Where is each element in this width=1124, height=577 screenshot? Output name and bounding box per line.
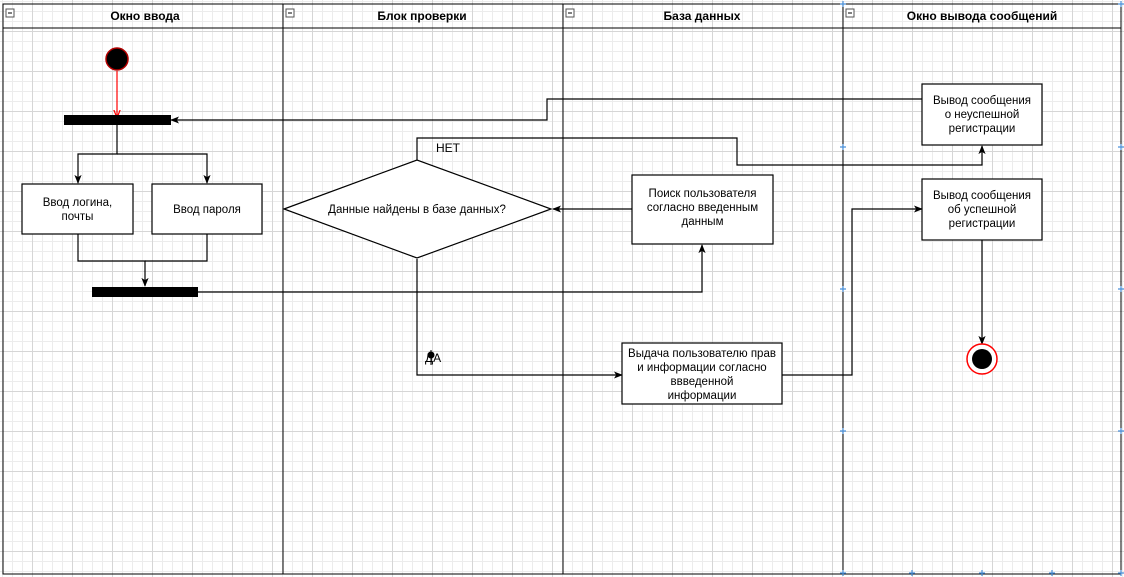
lane-title-input: Окно ввода bbox=[110, 9, 180, 23]
collapse-icon[interactable] bbox=[565, 8, 575, 18]
edge-decision-yes[interactable] bbox=[416, 259, 623, 379]
edge-fail-to-fork[interactable] bbox=[170, 98, 922, 124]
collapse-icon[interactable] bbox=[5, 8, 15, 18]
edge-join-to-search[interactable] bbox=[197, 244, 706, 293]
edge-decision-no[interactable] bbox=[416, 137, 986, 166]
collapse-icon[interactable] bbox=[845, 8, 855, 18]
decision-text: Данные найдены в базе данных? bbox=[328, 204, 506, 216]
edge-grant-to-success[interactable] bbox=[782, 205, 923, 376]
action-password[interactable]: Ввод пароля bbox=[151, 183, 263, 235]
action-password-text: Ввод пароля bbox=[173, 204, 241, 216]
lane-header-output[interactable]: Окно вывода сообщений bbox=[845, 8, 1057, 23]
edge-handle-icon[interactable] bbox=[427, 350, 435, 365]
lane-header-db[interactable]: База данных bbox=[565, 8, 741, 23]
edge-password-to-join[interactable] bbox=[145, 234, 208, 262]
join-bar[interactable] bbox=[92, 287, 198, 297]
action-login-text: Ввод логина,почты bbox=[43, 197, 113, 223]
final-node[interactable] bbox=[966, 343, 998, 375]
initial-node[interactable] bbox=[105, 47, 129, 71]
collapse-icon[interactable] bbox=[285, 8, 295, 18]
lane-title-output: Окно вывода сообщений bbox=[907, 9, 1057, 23]
lane-header-input[interactable]: Окно ввода bbox=[5, 8, 180, 23]
decision-node[interactable]: Данные найдены в базе данных? bbox=[282, 159, 553, 259]
edge-label-yes-group[interactable]: ДА bbox=[425, 350, 441, 365]
lane-title-check: Блок проверки bbox=[377, 9, 466, 23]
fork-bar[interactable] bbox=[64, 115, 171, 125]
edge-fork-to-password[interactable] bbox=[117, 153, 211, 184]
edge-login-to-join[interactable] bbox=[77, 234, 149, 287]
edge-fork-to-login[interactable] bbox=[74, 125, 118, 184]
action-login[interactable]: Ввод логина,почты bbox=[21, 183, 134, 235]
lane-header-check[interactable]: Блок проверки bbox=[285, 8, 467, 23]
selection-handles[interactable] bbox=[840, 1, 1124, 576]
lane-title-db: База данных bbox=[664, 9, 741, 23]
edge-label-no: НЕТ bbox=[436, 141, 461, 155]
edges bbox=[74, 71, 986, 379]
